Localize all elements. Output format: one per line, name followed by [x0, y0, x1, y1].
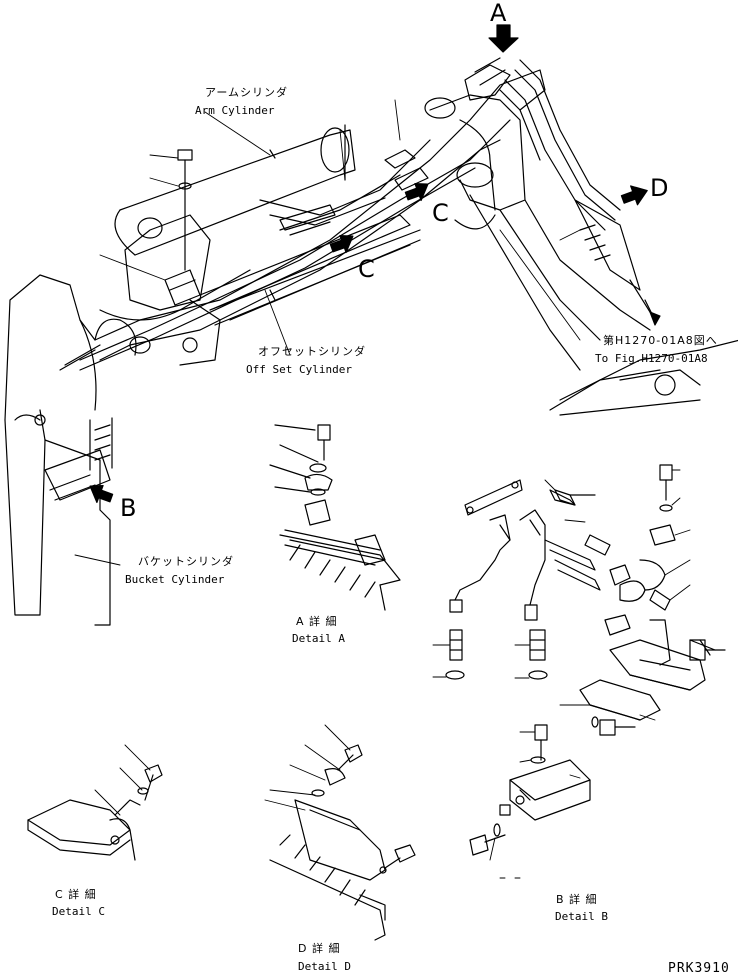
detail-a-title-jp: A 詳 細 — [296, 615, 338, 628]
callout-a: A — [490, 0, 507, 27]
callout-c-lower: C — [358, 255, 375, 283]
detail-d-title-en: Detail D — [298, 960, 351, 973]
arm-cylinder-label-jp: アームシリンダ — [205, 86, 289, 99]
detail-c-title-jp: C 詳 細 — [55, 888, 97, 901]
bucket-cylinder-label-en: Bucket Cylinder — [125, 573, 225, 586]
detail-b-title-jp: B 詳 細 — [556, 893, 598, 906]
detail-a-drawing — [269, 424, 401, 611]
detail-a-title-en: Detail A — [292, 632, 345, 645]
hydraulic-hoses — [59, 57, 656, 471]
boom-structure — [4, 69, 738, 626]
detail-d-drawing — [264, 724, 416, 941]
callout-arrows — [89, 24, 648, 504]
callout-d: D — [650, 174, 669, 202]
arm-cylinder — [114, 124, 356, 256]
reference-arrow — [629, 279, 661, 326]
offset-cylinder-label-en: Off Set Cylinder — [246, 363, 352, 376]
detail-c-title-en: Detail C — [52, 905, 105, 918]
callout-c-upper: C — [432, 199, 449, 227]
callout-b: B — [120, 494, 137, 522]
offset-cylinder-label-jp: オフセットシリンダ — [258, 345, 366, 358]
arm-cylinder-label-en: Arm Cylinder — [195, 104, 275, 117]
detail-b-drawing — [432, 464, 726, 879]
bucket-cylinder-label-jp: バケットシリンダ — [138, 555, 234, 568]
detail-d-title-jp: D 詳 細 — [298, 942, 341, 955]
boom-clamp — [44, 149, 201, 501]
drawing-code: PRK3910 — [668, 961, 730, 976]
reference-label-jp: 第H1270-01A8図へ — [603, 334, 718, 347]
detail-b-title-en: Detail B — [555, 910, 608, 923]
offset-cylinder — [199, 214, 421, 326]
leader-lines-main — [74, 99, 581, 566]
detail-c-drawing — [27, 744, 163, 861]
reference-label-en: To Fig.H1270-01A8 — [595, 352, 708, 365]
